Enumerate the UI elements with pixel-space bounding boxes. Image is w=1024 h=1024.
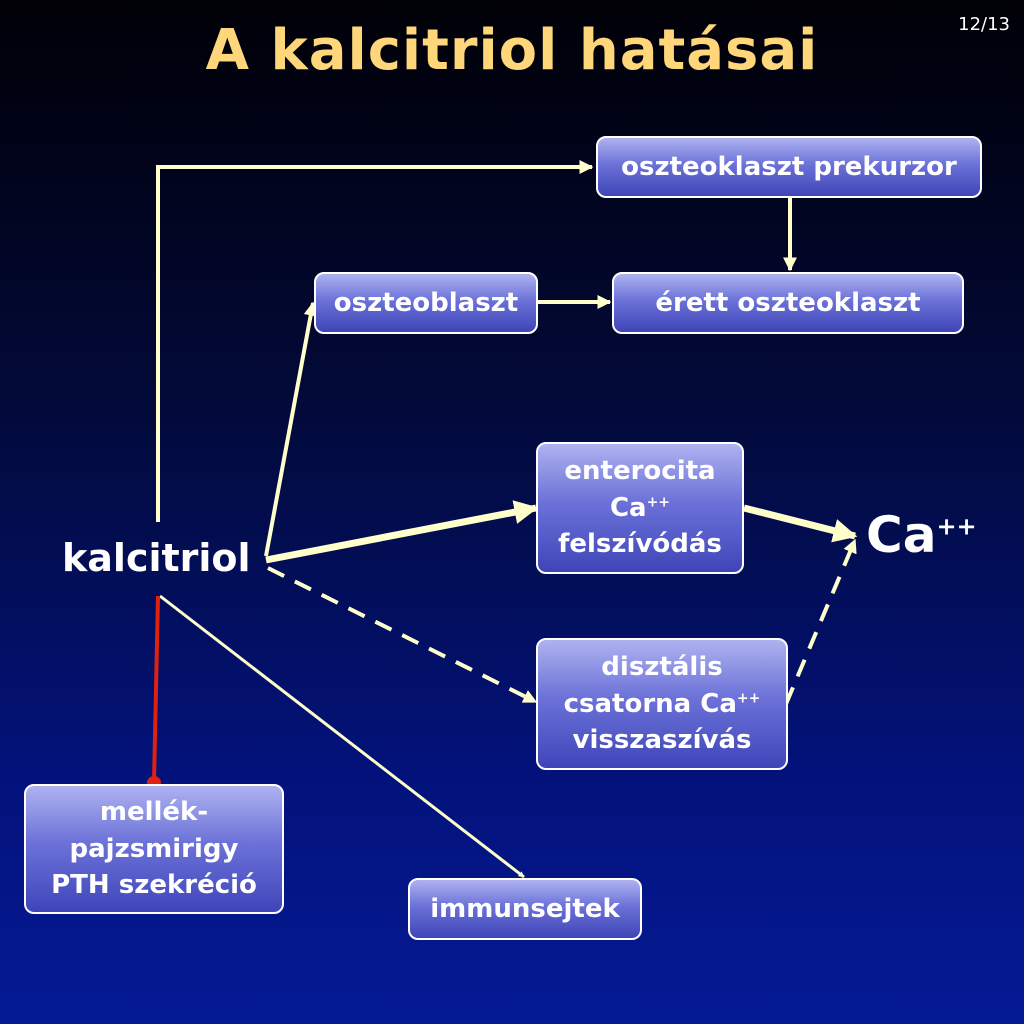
arrow-kalcitriol-to-precursor — [156, 160, 594, 522]
node-label: immunsejtek — [430, 893, 620, 924]
node-label-line3: felszívódás — [558, 529, 722, 560]
node-immune-cells: immunsejtek — [408, 878, 642, 940]
node-label-line1: enterocita — [564, 456, 716, 487]
node-distal-tubule: disztális csatorna Ca++ visszaszívás — [536, 638, 788, 770]
page-title: A kalcitriol hatásai — [205, 18, 819, 83]
node-calcium: Ca++ — [866, 506, 977, 564]
node-osteoclast-precursor: oszteoklaszt prekurzor — [596, 136, 982, 198]
node-kalcitriol: kalcitriol — [62, 536, 251, 580]
node-label-line3: PTH szekréció — [51, 870, 257, 901]
inhibition-kalcitriol-to-parathyroid — [152, 595, 160, 783]
node-parathyroid: mellék- pajzsmirigy PTH szekréció — [24, 784, 284, 914]
arrow-kalcitriol-to-enterocyte — [265, 500, 539, 564]
page-number: 12/13 — [958, 14, 1010, 35]
node-label: oszteoklaszt prekurzor — [621, 151, 957, 182]
superscript: ++ — [936, 512, 977, 541]
superscript: ++ — [646, 494, 671, 511]
calcium-label: Ca — [866, 506, 937, 564]
arrow-kalcitriol-to-osteoblast — [264, 301, 318, 557]
node-osteoblast: oszteoblaszt — [314, 272, 538, 334]
arrow-distal-to-calcium — [784, 538, 857, 705]
arrow-kalcitriol-to-immune — [159, 594, 525, 879]
node-mature-osteoclast: érett oszteoklaszt — [612, 272, 964, 334]
node-label-line1: disztális — [601, 652, 723, 683]
node-label-line3: visszaszívás — [572, 725, 752, 756]
node-label-line2: csatorna Ca++ — [563, 688, 761, 719]
superscript: ++ — [736, 690, 761, 707]
node-enterocyte: enterocita Ca++ felszívódás — [536, 442, 744, 574]
node-label-line2: Ca++ — [609, 492, 671, 523]
node-label: érett oszteoklaszt — [655, 287, 921, 318]
node-label-line2: pajzsmirigy — [69, 833, 239, 864]
arrow-enterocyte-to-calcium — [743, 504, 858, 543]
arrow-kalcitriol-to-distal — [267, 566, 538, 704]
node-label: oszteoblaszt — [333, 287, 519, 318]
node-label-line1: mellék- — [99, 797, 209, 828]
